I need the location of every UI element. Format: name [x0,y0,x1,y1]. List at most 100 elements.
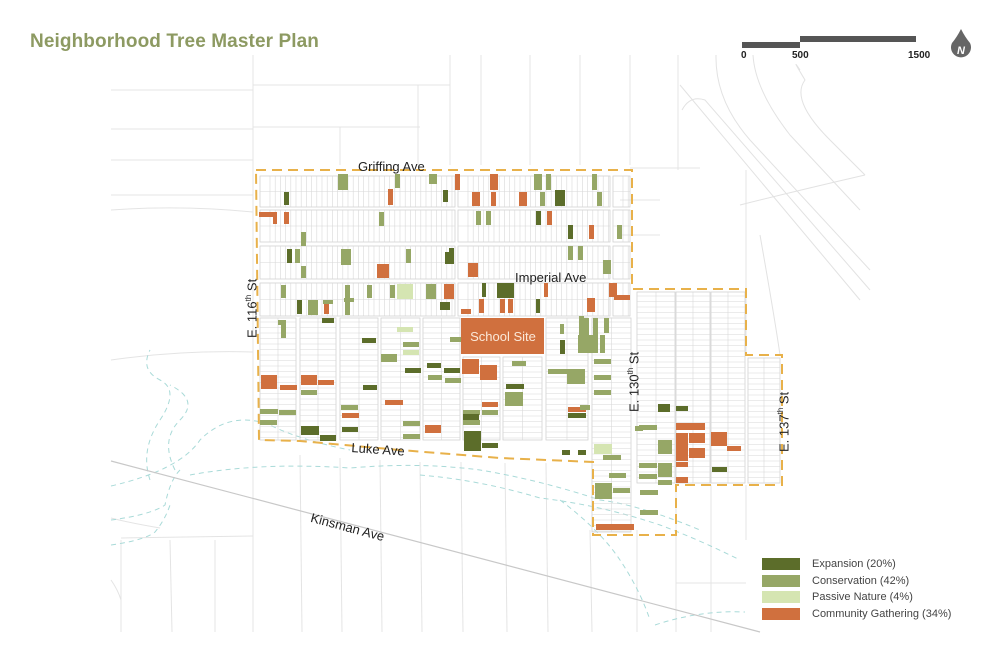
community-gathering-parcel[interactable] [689,448,705,458]
expansion-parcel[interactable] [362,338,376,343]
conservation-parcel[interactable] [579,316,584,336]
community-gathering-parcel[interactable] [425,425,441,433]
community-gathering-parcel[interactable] [284,212,289,224]
community-gathering-parcel[interactable] [609,283,617,297]
conservation-parcel[interactable] [548,369,585,374]
conservation-parcel[interactable] [301,232,306,246]
conservation-parcel[interactable] [463,420,480,425]
conservation-parcel[interactable] [580,405,590,410]
community-gathering-parcel[interactable] [385,400,403,405]
community-gathering-parcel[interactable] [614,295,630,300]
conservation-parcel[interactable] [476,211,481,225]
conservation-parcel[interactable] [639,474,657,479]
expansion-parcel[interactable] [578,450,586,455]
community-gathering-parcel[interactable] [596,524,634,530]
conservation-parcel[interactable] [593,318,598,343]
community-gathering-parcel[interactable] [324,301,329,314]
community-gathering-parcel[interactable] [461,309,471,314]
expansion-parcel[interactable] [284,192,289,205]
conservation-parcel[interactable] [260,420,277,425]
community-gathering-parcel[interactable] [468,263,478,277]
conservation-parcel[interactable] [594,359,611,364]
expansion-parcel[interactable] [301,426,319,435]
expansion-parcel[interactable] [712,467,727,472]
conservation-parcel[interactable] [390,285,395,298]
conservation-parcel[interactable] [301,266,306,278]
conservation-parcel[interactable] [595,483,612,499]
expansion-parcel[interactable] [482,283,486,297]
conservation-parcel[interactable] [604,318,609,333]
expansion-parcel[interactable] [287,249,292,263]
expansion-parcel[interactable] [463,414,479,420]
expansion-parcel[interactable] [320,435,336,441]
community-gathering-parcel[interactable] [589,225,594,239]
community-gathering-parcel[interactable] [544,283,548,297]
community-gathering-parcel[interactable] [676,433,688,447]
conservation-parcel[interactable] [567,369,585,384]
community-gathering-parcel[interactable] [259,212,276,217]
conservation-parcel[interactable] [379,212,384,226]
conservation-parcel[interactable] [308,300,318,315]
conservation-parcel[interactable] [639,463,657,468]
conservation-parcel[interactable] [341,405,358,410]
passive-nature-parcel[interactable] [594,444,612,454]
expansion-parcel[interactable] [555,190,565,206]
community-gathering-parcel[interactable] [676,423,705,430]
community-gathering-parcel[interactable] [301,375,317,385]
community-gathering-parcel[interactable] [273,212,277,224]
conservation-parcel[interactable] [341,249,351,265]
community-gathering-parcel[interactable] [455,174,460,190]
expansion-parcel[interactable] [464,431,481,451]
community-gathering-parcel[interactable] [318,380,334,385]
expansion-parcel[interactable] [568,225,573,239]
expansion-parcel[interactable] [676,406,688,411]
conservation-parcel[interactable] [560,324,564,334]
expansion-parcel[interactable] [445,252,450,264]
conservation-parcel[interactable] [345,300,350,315]
conservation-parcel[interactable] [613,488,630,493]
conservation-parcel[interactable] [658,463,672,477]
conservation-parcel[interactable] [609,473,626,478]
expansion-parcel[interactable] [449,248,454,264]
community-gathering-parcel[interactable] [491,192,496,206]
community-gathering-parcel[interactable] [547,211,552,225]
conservation-parcel[interactable] [403,342,419,347]
community-gathering-parcel[interactable] [377,264,389,278]
conservation-parcel[interactable] [594,375,611,380]
community-gathering-parcel[interactable] [462,359,479,374]
conservation-parcel[interactable] [426,284,436,299]
community-gathering-parcel[interactable] [519,192,527,206]
conservation-parcel[interactable] [381,354,397,362]
conservation-parcel[interactable] [482,410,498,415]
conservation-parcel[interactable] [345,285,350,299]
community-gathering-parcel[interactable] [508,299,513,313]
community-gathering-parcel[interactable] [480,365,497,380]
conservation-parcel[interactable] [344,298,354,302]
community-gathering-parcel[interactable] [342,413,359,418]
conservation-parcel[interactable] [323,300,333,304]
conservation-parcel[interactable] [428,375,442,380]
conservation-parcel[interactable] [338,174,348,190]
conservation-parcel[interactable] [403,434,420,439]
expansion-parcel[interactable] [427,363,441,368]
conservation-parcel[interactable] [578,335,598,353]
conservation-parcel[interactable] [279,410,296,415]
community-gathering-parcel[interactable] [482,402,498,407]
conservation-parcel[interactable] [640,490,658,495]
community-gathering-parcel[interactable] [500,299,505,313]
conservation-parcel[interactable] [281,320,286,338]
passive-nature-parcel[interactable] [403,350,419,355]
conservation-parcel[interactable] [584,318,589,335]
passive-nature-parcel[interactable] [397,284,413,299]
conservation-parcel[interactable] [295,249,300,263]
community-gathering-parcel[interactable] [689,433,705,443]
community-gathering-parcel[interactable] [676,447,688,461]
conservation-parcel[interactable] [578,246,583,260]
passive-nature-parcel[interactable] [397,327,413,332]
conservation-parcel[interactable] [367,285,372,298]
conservation-parcel[interactable] [617,225,622,239]
school-site-area[interactable] [461,318,544,354]
conservation-parcel[interactable] [540,192,545,206]
conservation-parcel[interactable] [594,390,611,395]
conservation-parcel[interactable] [505,392,523,406]
